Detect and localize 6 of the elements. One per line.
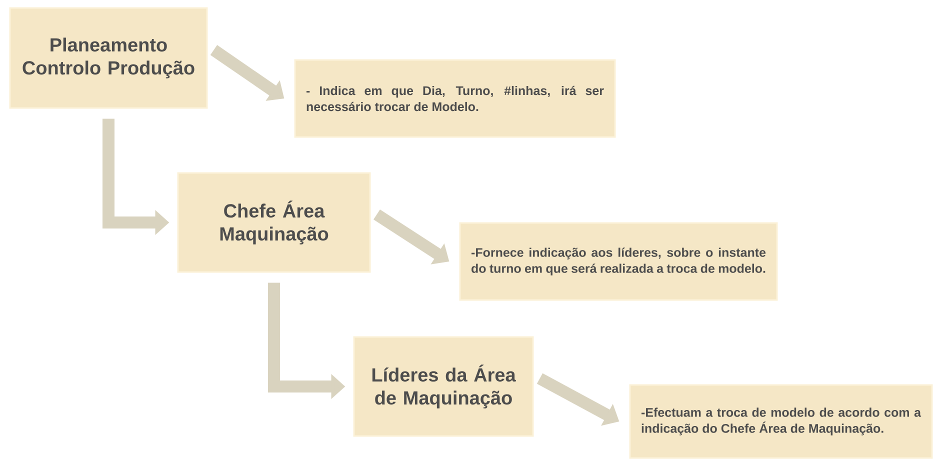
process-box: Chefe Área Maquinação [177, 172, 371, 273]
note-box: -Fornece indicação aos líderes, sobre o instante do turno em que será realizada a troca de modelo. [459, 222, 778, 301]
process-box: Líderes da Área de Maquinação [353, 336, 534, 437]
note-box: - Indica em que Dia, Turno, #linhas, irá ser necessário trocar de Modelo. [294, 59, 616, 138]
process-box: Planeamento Controlo Produção [9, 7, 208, 109]
note-box: -Efectuam a troca de modelo de acordo com a indicação do Chefe Área de Maquinação. [629, 384, 933, 459]
